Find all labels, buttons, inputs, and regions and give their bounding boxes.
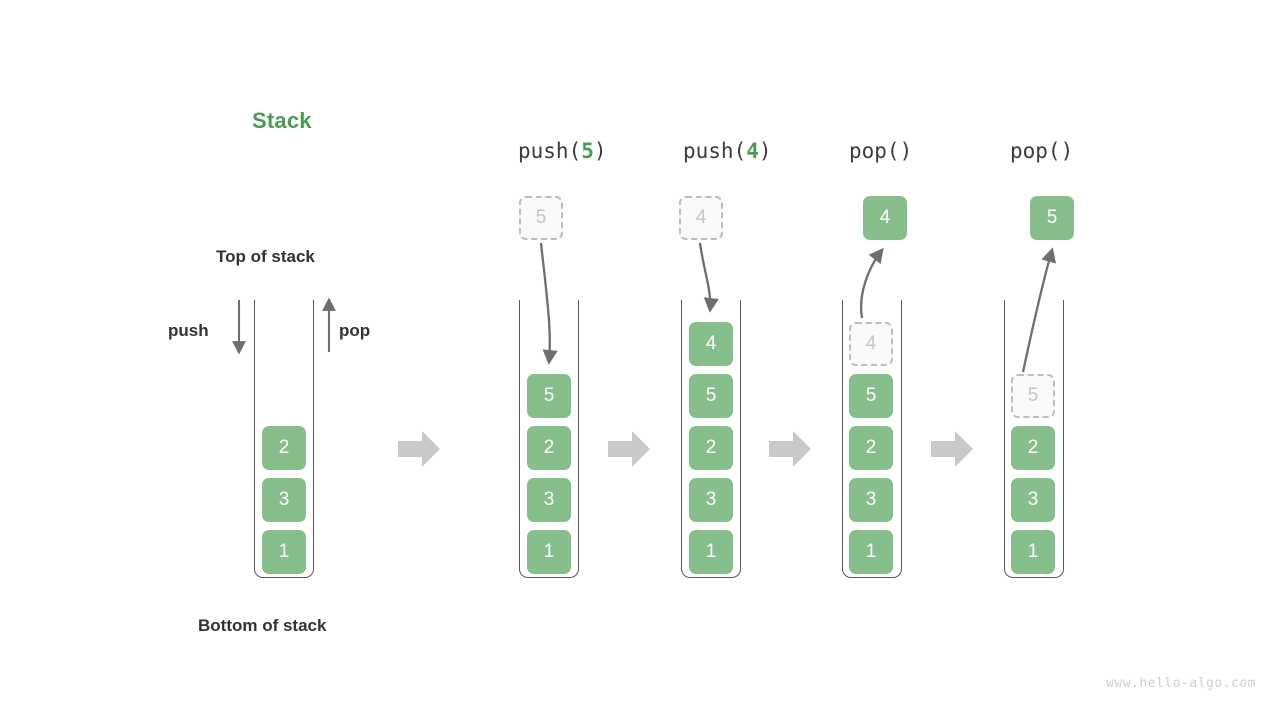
transition-arrow-icon [608, 431, 650, 467]
stack-cell: 5 [527, 374, 571, 418]
stack-container [842, 300, 902, 578]
pop-label: pop [339, 321, 371, 340]
caption-text: pop() [849, 139, 913, 163]
caption-suffix: ) [593, 139, 607, 163]
ghost-cell-incoming: 5 [519, 196, 563, 240]
ghost-cell-removed: 5 [1011, 374, 1055, 418]
stack-cell: 2 [689, 426, 733, 470]
caption-text: push( [518, 139, 582, 163]
caption-pop-2: pop() [1010, 139, 1073, 163]
stack-container [519, 300, 579, 578]
popped-cell: 4 [863, 196, 907, 240]
stack-cell: 1 [689, 530, 733, 574]
caption-suffix: ) [758, 139, 772, 163]
stack-cell: 1 [849, 530, 893, 574]
stack-cell: 3 [689, 478, 733, 522]
stack-cell: 1 [527, 530, 571, 574]
watermark: www.hello-algo.com [1106, 676, 1256, 691]
stack-cell: 2 [849, 426, 893, 470]
transition-arrow-icon [398, 431, 440, 467]
transition-arrow-icon [931, 431, 973, 467]
caption-arg: 5 [581, 139, 594, 163]
stack-cell: 4 [689, 322, 733, 366]
caption-arg: 4 [746, 139, 759, 163]
stack-cell: 2 [262, 426, 306, 470]
bottom-of-stack-label: Bottom of stack [198, 616, 327, 635]
top-of-stack-label: Top of stack [216, 247, 315, 266]
page-title: Stack [252, 108, 312, 133]
stack-container [681, 300, 741, 578]
stack-cell: 1 [262, 530, 306, 574]
caption-push-5: push(5) [518, 139, 607, 163]
stack-container [1004, 300, 1064, 578]
stack-cell: 3 [1011, 478, 1055, 522]
ghost-cell-removed: 4 [849, 322, 893, 366]
stack-cell: 3 [849, 478, 893, 522]
stack-cell: 1 [1011, 530, 1055, 574]
stack-container [254, 300, 314, 578]
caption-text: push( [683, 139, 747, 163]
stack-cell: 2 [1011, 426, 1055, 470]
caption-text: pop() [1010, 139, 1074, 163]
caption-push-4: push(4) [683, 139, 772, 163]
push-label: push [168, 321, 209, 340]
ghost-cell-incoming: 4 [679, 196, 723, 240]
stack-cell: 3 [262, 478, 306, 522]
stack-cell: 5 [689, 374, 733, 418]
popped-cell: 5 [1030, 196, 1074, 240]
transition-arrow-icon [769, 431, 811, 467]
caption-pop-1: pop() [849, 139, 912, 163]
stack-cell: 2 [527, 426, 571, 470]
stack-cell: 5 [849, 374, 893, 418]
stack-cell: 3 [527, 478, 571, 522]
